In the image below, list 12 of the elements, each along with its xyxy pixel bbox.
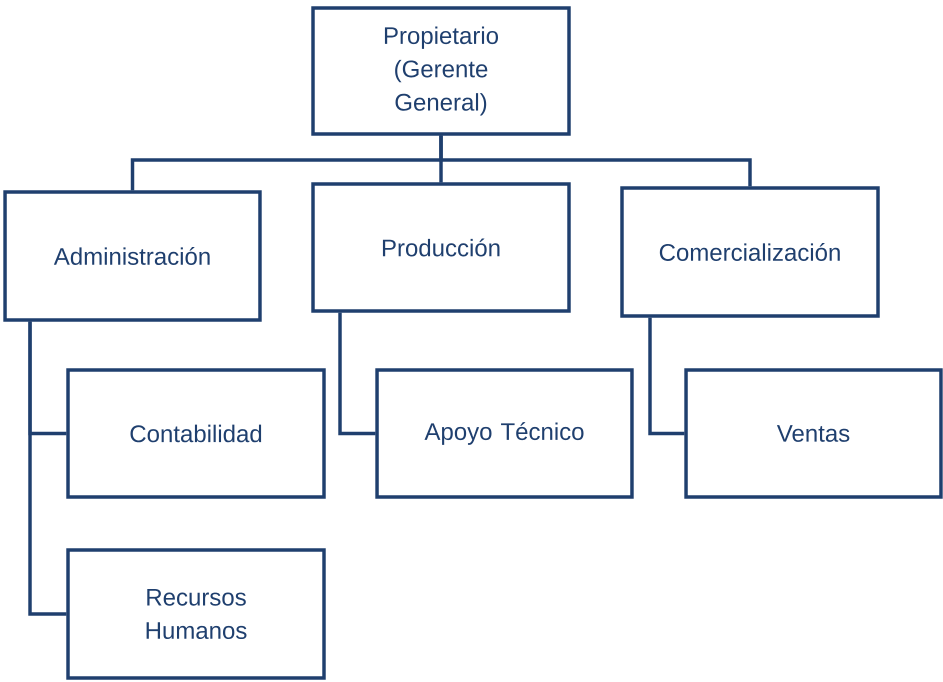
org-box: Comercialización [620, 186, 880, 318]
org-box: Recursos Humanos [66, 548, 326, 680]
org-box: Ventas [684, 368, 943, 499]
org-box: Administración [3, 190, 262, 322]
org-box: Contabilidad [66, 368, 326, 499]
org-box: Apoyo Técnico [375, 368, 634, 499]
connector-line [648, 318, 684, 436]
connector-line [439, 136, 752, 186]
org-box: Producción [311, 182, 571, 313]
org-box: Propietario (Gerente General) [311, 6, 571, 136]
connector-line [28, 322, 66, 616]
connector-line [338, 312, 376, 436]
